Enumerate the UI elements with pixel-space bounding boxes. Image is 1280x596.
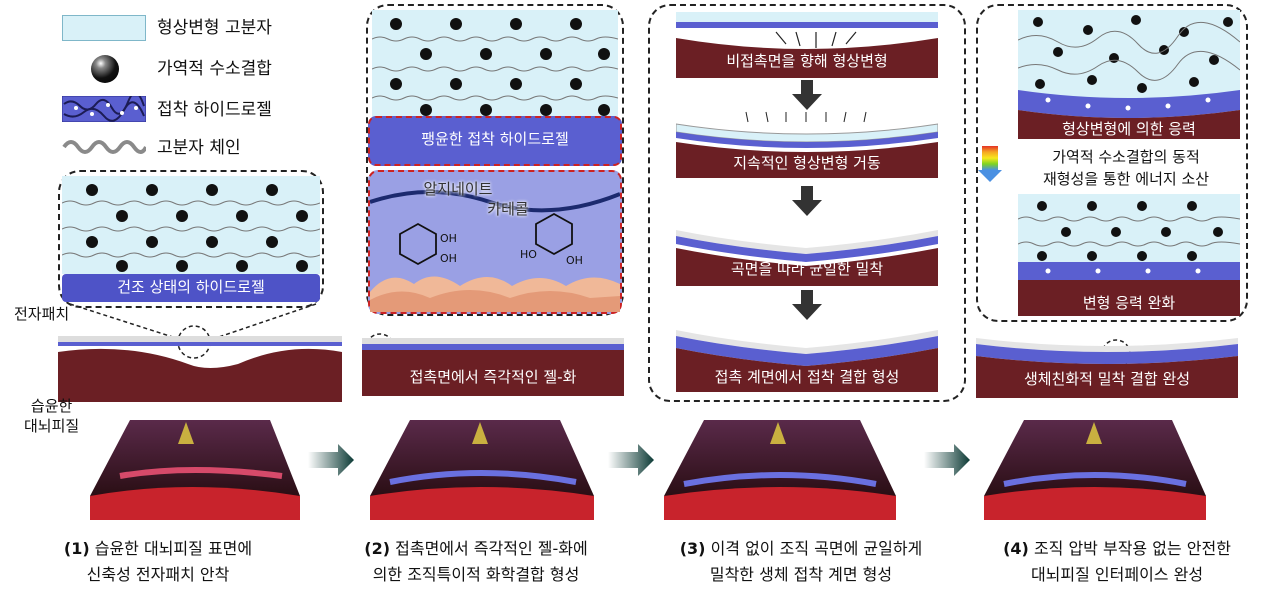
caption-3: (3) 이격 없이 조직 곡면에 균일하게 밀착한 생체 접착 계면 형성 xyxy=(679,539,923,584)
panel3-step4-label: 접촉 계면에서 접착 결합 형성 xyxy=(714,368,900,386)
gradient-arrowhead-icon xyxy=(978,170,1002,182)
panel4-relaxed-lattice xyxy=(1018,194,1240,264)
polymer-chain-icon xyxy=(62,140,146,154)
svg-text:OH: OH xyxy=(566,254,583,267)
panel3-step4-graphic xyxy=(676,330,938,392)
down-arrow-icon xyxy=(792,80,822,112)
panel1-inset-label: 건조 상태의 하이드로젤 xyxy=(117,278,265,296)
panel3-step1-graphic xyxy=(676,12,938,78)
device-row xyxy=(90,420,1206,520)
legend-label: 가역적 수소결합 xyxy=(157,59,272,79)
down-arrow-icon xyxy=(792,290,822,322)
device-model-2 xyxy=(370,420,594,520)
caption-4: (4) 조직 압박 부작용 없는 안전한 대뇌피질 인터페이스 완성 xyxy=(1003,539,1231,584)
panel3-step2-graphic xyxy=(676,111,938,178)
svg-text:HO: HO xyxy=(520,248,537,261)
hydrogel-network-swatch xyxy=(62,96,146,122)
panel1-inset-lattice xyxy=(62,176,320,274)
legend-label: 접착 하이드로젤 xyxy=(157,100,272,120)
device-label: 전자패치 xyxy=(14,305,70,323)
caption-1: (1) 습윤한 대뇌피질 표면에 신축성 전자패치 안착 xyxy=(63,539,253,584)
panel2-cross-section xyxy=(362,338,624,396)
legend-label: 고분자 체인 xyxy=(157,138,241,158)
svg-text:OH: OH xyxy=(440,232,457,245)
caption-2: (2) 접촉면에서 즉각적인 젤-화에 의한 조직특이적 화학결합 형성 xyxy=(364,539,588,584)
catechol-label: 카테콜 xyxy=(487,200,529,218)
panel3-step3-graphic xyxy=(676,230,938,286)
shape-polymer-swatch xyxy=(62,15,146,41)
panel2-inset xyxy=(366,4,624,316)
swollen-hydrogel-box xyxy=(368,116,622,166)
panel3-box xyxy=(648,4,966,402)
panel2-bar-label: 접촉면에서 즉각적인 젤-화 xyxy=(409,368,577,386)
panel4-relax-label: 변형 응력 완화 xyxy=(1082,294,1176,312)
panel4-inset xyxy=(976,4,1248,322)
panel4-stress-lattice xyxy=(1018,10,1240,110)
panel4-bar-label: 생체친화적 밀착 결합 완성 xyxy=(1023,370,1191,388)
panel4-cross-section xyxy=(976,338,1238,398)
panel3-step3-label: 곡면을 따라 균일한 밀착 xyxy=(730,260,884,278)
panel4-stress-label: 형상변형에 의한 응력 xyxy=(1018,118,1240,139)
device-model-1 xyxy=(90,420,300,520)
panel4-relaxed-hydrogel xyxy=(1018,262,1240,316)
device-model-3 xyxy=(664,420,896,520)
panel3-step1-label: 비접촉면을 향해 형상변형 xyxy=(726,52,888,70)
right-arrow-icon xyxy=(924,444,970,476)
panel3-step2-label: 지속적인 형상변형 거동 xyxy=(733,154,881,172)
panel2-polymer-lattice xyxy=(372,10,618,118)
dry-hydrogel-layer xyxy=(62,274,320,302)
swollen-hydrogel-label: 팽윤한 접착 하이드로젤 xyxy=(421,130,569,148)
panel1-cross-section xyxy=(58,336,342,402)
alginate-label: 알지네이트 xyxy=(423,180,493,198)
right-arrow-icon xyxy=(608,444,654,476)
panel2-molecular-scene: OH OH HO OH xyxy=(370,190,620,312)
svg-text:OH: OH xyxy=(440,252,457,265)
right-arrow-icon xyxy=(308,444,354,476)
tissue-label: 습윤한 대뇌피질 xyxy=(24,397,80,435)
device-model-4 xyxy=(984,420,1206,520)
gradient-arrow-icon xyxy=(982,146,998,170)
panel4-dissipation-label: 가역적 수소결합의 동적 재형성을 통한 에너지 소산 xyxy=(1042,148,1210,188)
legend-label: 형상변형 고분자 xyxy=(157,18,272,38)
panel1-inset xyxy=(58,170,324,308)
down-arrow-icon xyxy=(792,186,822,218)
black-sphere-icon xyxy=(91,55,119,83)
